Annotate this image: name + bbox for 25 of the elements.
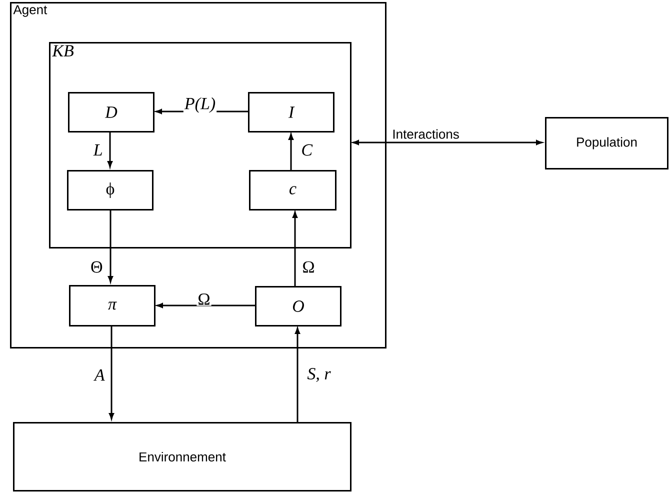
edge-label: A <box>93 368 106 382</box>
process-box: ϕ <box>67 170 154 210</box>
arrow <box>109 325 114 420</box>
process-box: π <box>69 285 156 326</box>
process-box: D <box>68 92 154 132</box>
edge-label: Ω <box>196 292 212 306</box>
arrow <box>292 212 298 286</box>
arrow <box>156 302 255 308</box>
arrow <box>108 131 113 168</box>
edge-label: S, r <box>306 367 332 383</box>
environment-box: Environnement <box>13 422 352 492</box>
edge-label: C <box>300 143 314 157</box>
arrow <box>108 209 114 282</box>
edge-label: Ω <box>301 260 316 274</box>
edge-label: L <box>92 143 104 157</box>
arrow <box>352 140 542 145</box>
process-box: O <box>255 286 342 326</box>
process-box: c <box>249 170 336 210</box>
edge-label: Interactions <box>391 128 460 140</box>
arrow <box>294 328 300 422</box>
edge-label: P(L) <box>183 96 217 114</box>
population-box: Population <box>545 117 668 170</box>
process-box: I <box>248 92 334 132</box>
arrow <box>288 134 294 170</box>
edge-label: Θ <box>90 260 104 274</box>
